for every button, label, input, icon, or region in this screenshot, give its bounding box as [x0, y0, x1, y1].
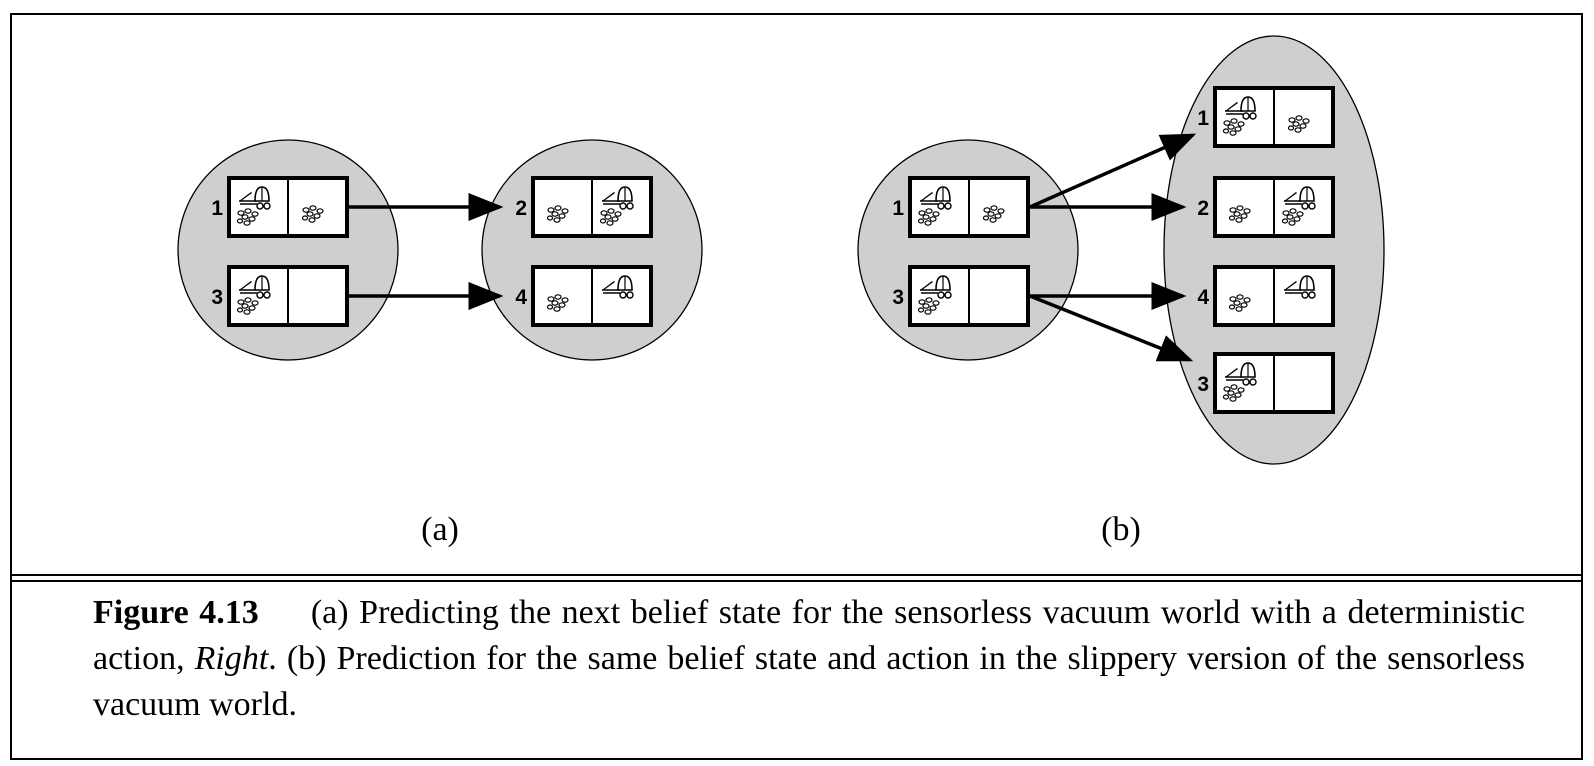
- caption-divider: [10, 574, 1583, 576]
- state-box-a-result: 4: [515, 265, 653, 327]
- state-number: 2: [1197, 197, 1209, 220]
- transition-arrow: [1029, 294, 1194, 362]
- transition-arrow: [1029, 133, 1197, 209]
- panel-label-a: (a): [421, 511, 459, 548]
- state-number: 3: [892, 286, 904, 309]
- state-box-b-result: 4: [1197, 265, 1335, 327]
- state-number: 4: [1197, 286, 1209, 309]
- state-box-b-result: 1: [1197, 86, 1335, 148]
- state-box-a-initial: 3: [211, 265, 349, 327]
- state-number: 2: [515, 197, 527, 220]
- state-number: 1: [892, 197, 904, 220]
- caption-divider: [10, 580, 1583, 582]
- belief-state-diagram: 1 3 2 4 1 3 1 2 4 3 (a) (b): [177, 35, 1385, 548]
- state-number: 4: [515, 286, 527, 309]
- state-number: 3: [1197, 373, 1209, 396]
- figure-label: Figure 4.13: [93, 594, 259, 631]
- state-box-b-result: 3: [1197, 352, 1335, 414]
- state-number: 1: [211, 197, 223, 220]
- state-box-b-initial: 3: [892, 265, 1030, 327]
- panel-label-b: (b): [1101, 511, 1141, 548]
- state-box-a-initial: 1: [211, 176, 349, 238]
- state-number: 1: [1197, 107, 1209, 130]
- state-number: 3: [211, 286, 223, 309]
- caption-text-1: (a) Predicting the next belief state for…: [93, 594, 1526, 677]
- caption-text-2: . (b) Prediction for the same belief sta…: [93, 640, 1525, 723]
- state-box-b-result: 2: [1197, 176, 1335, 238]
- figure-caption: Figure 4.13(a) Predicting the next belie…: [93, 590, 1525, 728]
- state-box-b-initial: 1: [892, 176, 1030, 238]
- figure-frame: [10, 13, 1583, 760]
- caption-action: Right: [194, 640, 269, 677]
- state-box-a-result: 2: [515, 176, 653, 238]
